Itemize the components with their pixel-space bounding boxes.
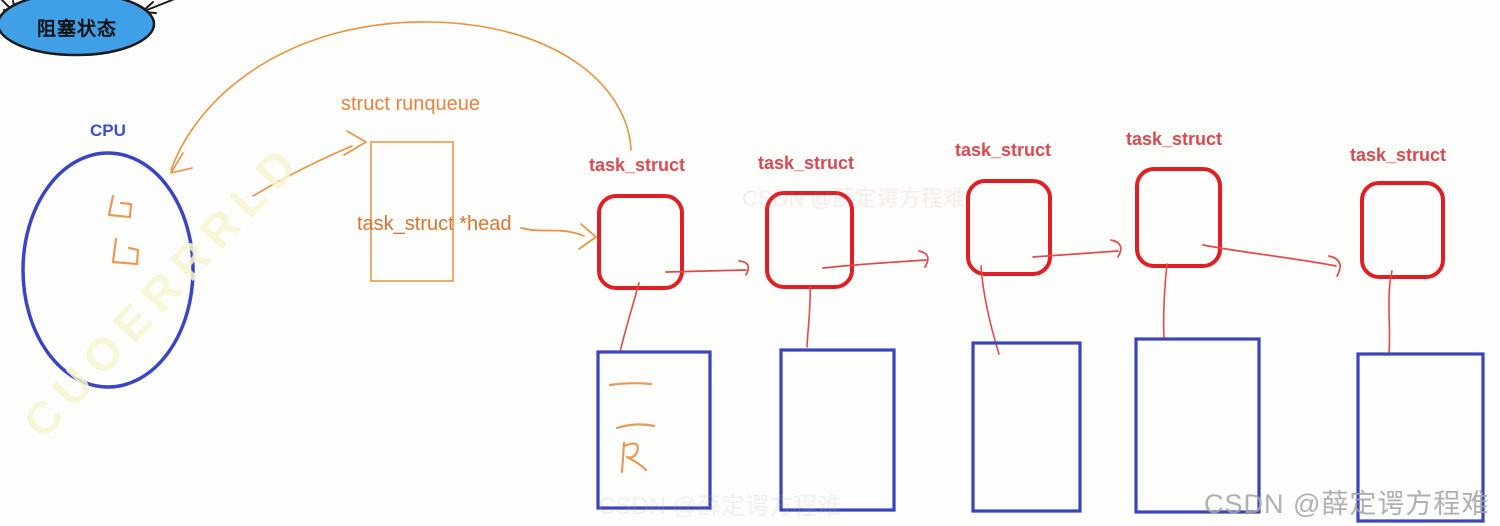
memory-block-4	[1134, 337, 1261, 514]
memory-blocks	[596, 337, 1485, 523]
task-struct-label-2: task_struct	[758, 153, 855, 173]
cpu-label: CPU	[90, 121, 126, 140]
task-node-5	[1360, 181, 1445, 279]
task-node-4	[1135, 167, 1222, 268]
task-struct-label-1: task_struct	[589, 155, 686, 175]
task-struct-label-3: task_struct	[955, 140, 1052, 160]
cpu-to-runqueue-arrow	[252, 130, 367, 197]
memory-block-5	[1356, 352, 1485, 523]
cpu-sketch-marks	[107, 194, 140, 266]
csdn-watermark-ghost: CSDN @薛定谔方程难	[598, 493, 842, 520]
task-node-1	[597, 194, 684, 290]
memory-block-3	[971, 341, 1082, 513]
blocked-state-node	[0, 0, 156, 57]
task-to-cpu-arrow	[170, 21, 632, 174]
csdn-watermark-ghost: CSDN @薛定谔方程难	[742, 186, 965, 211]
memory-block-sketch-marks	[608, 382, 656, 474]
task-node-3	[966, 179, 1052, 276]
runqueue-label: struct runqueue	[341, 93, 480, 115]
task-struct-label-4: task_struct	[1126, 129, 1223, 149]
cpu-node	[21, 151, 195, 389]
task-to-memory-links	[619, 263, 1393, 355]
next-pointer-links	[665, 239, 1341, 277]
memory-block-1	[596, 350, 712, 510]
runqueue-box	[370, 141, 454, 282]
runqueue-head-field-label: task_struct *head	[357, 213, 512, 235]
memory-block-2	[779, 348, 896, 512]
csdn-watermark: CSDN @薛定谔方程难	[1204, 489, 1490, 519]
head-pointer-arrow	[520, 223, 597, 250]
task-struct-label-5: task_struct	[1350, 145, 1447, 165]
blocked-state-label: 阻塞状态	[37, 19, 118, 40]
